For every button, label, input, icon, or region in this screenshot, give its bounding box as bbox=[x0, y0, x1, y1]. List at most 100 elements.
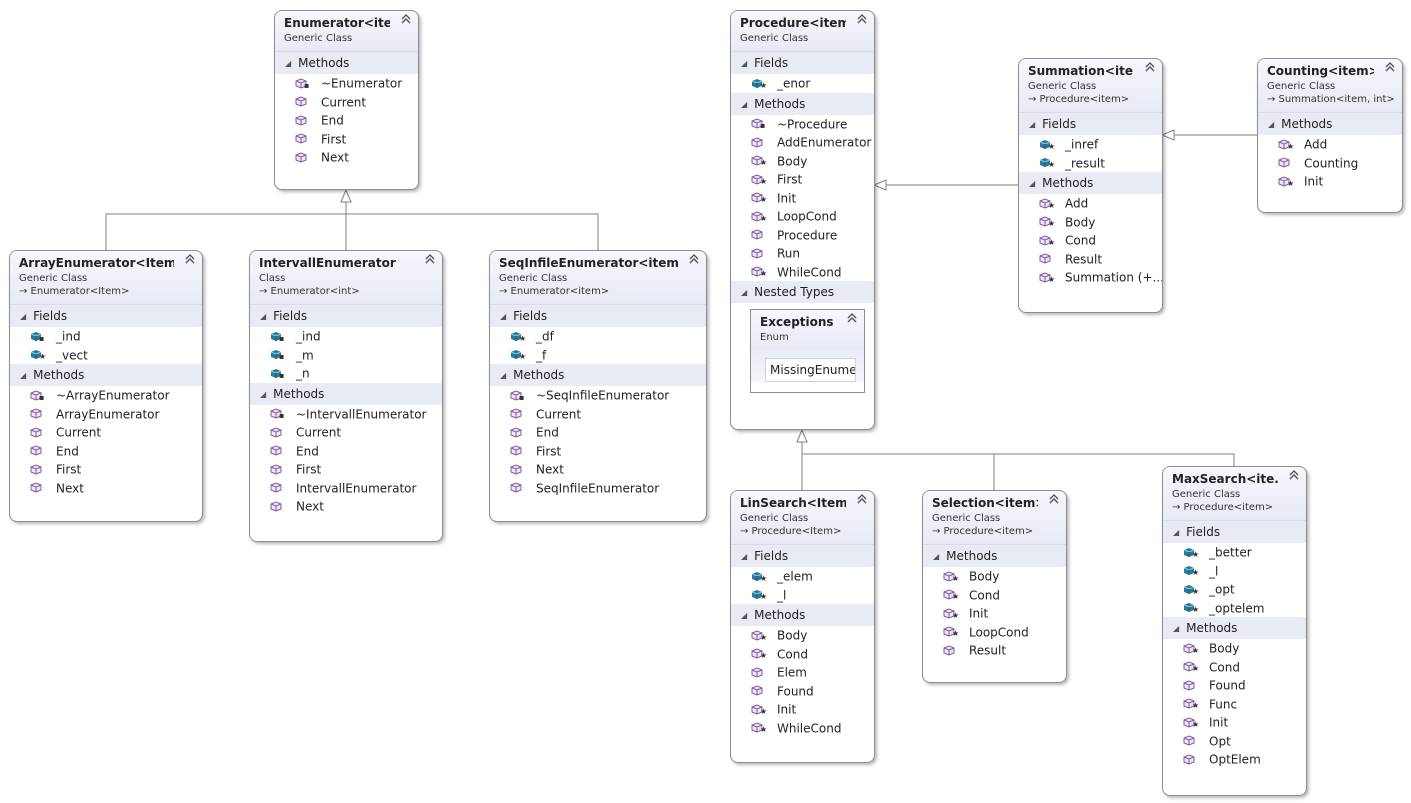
method-row[interactable]: ★Cond bbox=[923, 586, 1066, 605]
method-row[interactable]: First bbox=[10, 460, 202, 479]
section-header-methods[interactable]: ◢Methods bbox=[731, 604, 874, 626]
class-box-arrayenum[interactable]: ArrayEnumerator<Item>Generic Class→ Enum… bbox=[9, 250, 203, 522]
field-row[interactable]: ★_df bbox=[490, 327, 706, 346]
section-header-methods[interactable]: ◢Methods bbox=[731, 92, 874, 115]
section-header-fields[interactable]: ◢Fields bbox=[731, 545, 874, 567]
method-row[interactable]: Current bbox=[10, 423, 202, 442]
method-row[interactable]: ★Cond bbox=[1019, 231, 1162, 250]
double-chevron-up-icon[interactable] bbox=[185, 254, 195, 267]
method-row[interactable]: ★Init bbox=[923, 604, 1066, 623]
class-box-selection[interactable]: Selection<item>Generic Class→ Procedure<… bbox=[922, 490, 1067, 683]
method-row[interactable]: Next bbox=[275, 148, 418, 167]
method-row[interactable]: ★Func bbox=[1163, 695, 1306, 714]
double-chevron-up-icon[interactable] bbox=[857, 494, 867, 507]
method-row[interactable]: ★LoopCond bbox=[731, 207, 874, 226]
method-row[interactable]: ★Init bbox=[1163, 713, 1306, 732]
section-header-methods[interactable]: ◢Methods bbox=[250, 382, 442, 405]
method-row[interactable]: End bbox=[275, 111, 418, 130]
field-row[interactable]: ★_l bbox=[1163, 562, 1306, 581]
method-row[interactable]: End bbox=[10, 442, 202, 461]
method-row[interactable]: End bbox=[490, 423, 706, 442]
method-row[interactable]: ★Summation (+... bbox=[1019, 268, 1162, 287]
method-row[interactable]: ★First bbox=[731, 170, 874, 189]
double-chevron-up-icon[interactable] bbox=[1049, 494, 1059, 507]
field-row[interactable]: ★_enor bbox=[731, 74, 874, 93]
section-header-methods[interactable]: ◢Methods bbox=[1258, 113, 1402, 135]
field-row[interactable]: ★_inref bbox=[1019, 135, 1162, 154]
method-row[interactable]: AddEnumerator bbox=[731, 133, 874, 152]
double-chevron-up-icon[interactable] bbox=[1385, 62, 1395, 75]
method-row[interactable]: ★Cond bbox=[1163, 658, 1306, 677]
section-header-fields[interactable]: ◢Fields bbox=[10, 305, 202, 327]
double-chevron-up-icon[interactable] bbox=[1289, 470, 1299, 483]
section-header-methods[interactable]: ◢Methods bbox=[490, 364, 706, 386]
method-row[interactable]: ▪~Procedure bbox=[731, 115, 874, 134]
method-row[interactable]: ★Body bbox=[731, 152, 874, 171]
method-row[interactable]: IntervallEnumerator bbox=[250, 479, 442, 498]
class-box-linsearch[interactable]: LinSearch<Item,...Generic Class→ Procedu… bbox=[730, 490, 875, 763]
method-row[interactable]: ▪~IntervallEnumerator bbox=[250, 405, 442, 424]
method-row[interactable]: ★Add bbox=[1019, 194, 1162, 213]
method-row[interactable]: Next bbox=[10, 479, 202, 498]
method-row[interactable]: ★LoopCond bbox=[923, 623, 1066, 642]
method-row[interactable]: Procedure bbox=[731, 226, 874, 245]
method-row[interactable]: ★Cond bbox=[731, 645, 874, 664]
method-row[interactable]: ▪~Enumerator bbox=[275, 74, 418, 93]
section-header-methods[interactable]: ◢Methods bbox=[10, 364, 202, 386]
section-header-fields[interactable]: ◢Fields bbox=[250, 305, 442, 327]
method-row[interactable]: OptElem bbox=[1163, 750, 1306, 769]
field-row[interactable]: ★_l bbox=[731, 586, 874, 605]
method-row[interactable]: ★Init bbox=[1258, 172, 1402, 191]
field-row[interactable]: ★_result bbox=[1019, 154, 1162, 173]
method-row[interactable]: ★Init bbox=[731, 700, 874, 719]
class-box-counting[interactable]: Counting<item>Generic Class→ Summation<i… bbox=[1257, 58, 1403, 213]
section-header-fields[interactable]: ◢Fields bbox=[1163, 521, 1306, 543]
section-header-fields[interactable]: ◢Fields bbox=[490, 305, 706, 327]
method-row[interactable]: Counting bbox=[1258, 154, 1402, 173]
section-header-methods[interactable]: ◢Methods bbox=[275, 52, 418, 74]
double-chevron-up-icon[interactable] bbox=[847, 313, 857, 326]
method-row[interactable]: ★Body bbox=[923, 567, 1066, 586]
method-row[interactable]: Next bbox=[490, 460, 706, 479]
nested-type-box[interactable]: ExceptionsEnumMissingEnumer... bbox=[750, 309, 865, 393]
method-row[interactable]: Result bbox=[1019, 250, 1162, 269]
method-row[interactable]: ▪~SeqInfileEnumerator bbox=[490, 386, 706, 405]
method-row[interactable]: Current bbox=[275, 93, 418, 112]
field-row[interactable]: ★_vect bbox=[10, 346, 202, 365]
method-row[interactable]: ArrayEnumerator bbox=[10, 405, 202, 424]
double-chevron-up-icon[interactable] bbox=[1145, 62, 1155, 75]
method-row[interactable]: First bbox=[490, 442, 706, 461]
method-row[interactable]: Run bbox=[731, 244, 874, 263]
field-row[interactable]: ★_better bbox=[1163, 543, 1306, 562]
section-header-methods[interactable]: ◢Methods bbox=[923, 545, 1066, 567]
method-row[interactable]: Elem bbox=[731, 663, 874, 682]
method-row[interactable]: Next bbox=[250, 497, 442, 516]
field-row[interactable]: ★_optelem bbox=[1163, 599, 1306, 618]
method-row[interactable]: End bbox=[250, 442, 442, 461]
class-box-seqinfile[interactable]: SeqInfileEnumerator<item>Generic Class→ … bbox=[489, 250, 707, 522]
double-chevron-up-icon[interactable] bbox=[689, 254, 699, 267]
field-row[interactable]: ★_f bbox=[490, 346, 706, 365]
method-row[interactable]: ★Body bbox=[1163, 639, 1306, 658]
method-row[interactable]: Opt bbox=[1163, 732, 1306, 751]
method-row[interactable]: ★Body bbox=[731, 626, 874, 645]
field-row[interactable]: ▪_ind bbox=[250, 327, 442, 346]
method-row[interactable]: ★Body bbox=[1019, 213, 1162, 232]
class-box-procedure[interactable]: Procedure<item>Generic Class◢Fields★_eno… bbox=[730, 10, 875, 430]
double-chevron-up-icon[interactable] bbox=[425, 254, 435, 267]
section-header-methods[interactable]: ◢Methods bbox=[1019, 172, 1162, 194]
double-chevron-up-icon[interactable] bbox=[857, 14, 867, 27]
section-header-nested-types[interactable]: ◢Nested Types bbox=[731, 281, 874, 303]
method-row[interactable]: Found bbox=[1163, 676, 1306, 695]
field-row[interactable]: ▪_ind bbox=[10, 327, 202, 346]
method-row[interactable]: Result bbox=[923, 641, 1066, 660]
class-box-maxsearch[interactable]: MaxSearch<ite...Generic Class→ Procedure… bbox=[1162, 466, 1307, 796]
field-row[interactable]: ▪_n bbox=[250, 364, 442, 383]
method-row[interactable]: SeqInfileEnumerator bbox=[490, 479, 706, 498]
method-row[interactable]: Current bbox=[490, 405, 706, 424]
method-row[interactable]: ★Add bbox=[1258, 135, 1402, 154]
method-row[interactable]: ★Init bbox=[731, 189, 874, 208]
method-row[interactable]: Found bbox=[731, 682, 874, 701]
section-header-fields[interactable]: ◢Fields bbox=[731, 52, 874, 74]
